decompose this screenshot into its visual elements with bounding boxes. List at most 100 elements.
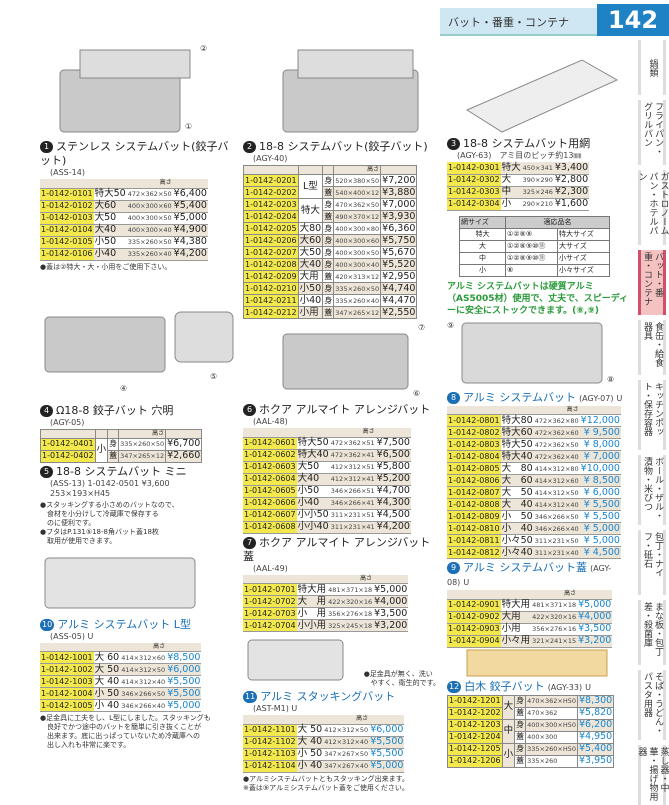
size: 小小40 (296, 521, 330, 534)
header-cell: 高さ (333, 165, 382, 175)
sidebar-tab[interactable]: そば・うどん・パスタ用器 (638, 670, 666, 740)
price: ¥3,400 (553, 161, 590, 175)
sidebar-tab[interactable]: 鍋類 (638, 40, 666, 95)
product-code: 1-0142-0303 (447, 186, 501, 199)
price: ¥3,600 (139, 478, 170, 488)
product-code: 1-0142-0201 (243, 174, 299, 187)
price: ¥5,500 (166, 687, 202, 700)
product-code: 1-0142-0901 (447, 599, 501, 612)
size: 小用 (297, 306, 324, 319)
price: ¥4,300 (375, 497, 411, 510)
sidebar-tab[interactable]: 包丁・ナイフ・砥石 (638, 530, 666, 595)
type: 身 (322, 258, 335, 271)
price: ¥5,800 (375, 461, 411, 474)
sidebar-tab[interactable]: 食缶・給食器具 (638, 320, 666, 375)
price: ¥8,500 (166, 651, 202, 664)
header-cell (373, 574, 409, 584)
product-image-4-5: ④ ⑤ (40, 272, 235, 402)
size: 大50 (297, 246, 324, 259)
product-code: 1-0142-0902 (447, 611, 501, 624)
price: ¥5,500 (166, 675, 202, 688)
size: 特大40 (500, 450, 534, 463)
size: 小 50 (296, 748, 324, 761)
dimensions: 335×260×50 (126, 236, 173, 249)
product-code: 1-0142-0401 (40, 437, 96, 451)
size: 特大50 (93, 188, 127, 201)
header-cell (243, 715, 297, 725)
title-text: 白木 鉸子バット (464, 679, 545, 693)
price: ¥ 5,500 (579, 510, 621, 523)
price: ¥7,200 (380, 174, 418, 187)
sidebar-tab[interactable]: ガストロノームパン・ホテルパン (637, 170, 669, 245)
header-cell (380, 165, 418, 175)
dimensions: 321×241×15 (531, 635, 578, 648)
dimensions: 472×362×51 (329, 437, 376, 450)
item-number: 9 (447, 562, 460, 574)
product-code: 1-0142-1202 (447, 706, 503, 720)
price: ¥5,000 (172, 212, 208, 225)
title-text: アルミ スタッキングバット (260, 690, 396, 703)
type: 身 (322, 246, 335, 259)
section-title: バット・番重・コンテナ (448, 16, 569, 29)
model-number: (AST-M1) U (253, 704, 298, 713)
product-code: 1-0142-0606 (243, 497, 297, 510)
price: ¥6,500 (375, 449, 411, 462)
product-code: 1-0142-0607 (243, 509, 297, 522)
price: ¥ 7,000 (579, 450, 621, 463)
header-cell (296, 428, 330, 438)
product-code: 1-0142-0802 (447, 426, 501, 439)
dimensions: 400×300×40 (333, 258, 382, 271)
price: ¥3,200 (577, 635, 613, 648)
header-cell (243, 428, 297, 438)
item-number: 8 (447, 391, 460, 404)
size: 小50 (296, 485, 330, 498)
product-code: 1-0142-0811 (447, 534, 501, 547)
size: 大40 (93, 224, 127, 237)
dimensions: 422×320×16 (531, 611, 578, 624)
sidebar-tab[interactable]: 蒸し器・中華・揚げ物用器 (637, 745, 669, 805)
product-image-8-9: ⑨ ⑧ (447, 317, 630, 389)
size: 大60 (93, 200, 127, 213)
compatible-items: ①②⑧⑨⑩⑪ (505, 251, 558, 265)
size: L型 (297, 174, 324, 199)
net-size: 小 (459, 263, 506, 277)
dimensions: 400×300×60 (126, 200, 173, 213)
sidebar-tab[interactable]: まな板・包丁差・殺菌庫 (638, 600, 666, 665)
sidebar-tab[interactable]: ボール・ザル・漬物・米びつ (638, 455, 666, 525)
note: ●蓋は②特大・大・小用をご使用下さい。 (40, 262, 172, 271)
sidebar-tab[interactable]: キッチンポット・保存容器 (638, 380, 666, 450)
product-code: 1-0142-0105 (40, 236, 94, 249)
price: ¥5,000 (577, 599, 613, 612)
price: ¥ 5,500 (579, 498, 621, 511)
size: 小50 (93, 236, 127, 249)
sidebar-tab[interactable]: フライパン・グリルパン (638, 100, 666, 165)
product-code: 1-0142-1101 (243, 724, 297, 737)
price: ¥1,600 (553, 198, 590, 211)
callout: ⑨ (447, 320, 455, 330)
size: 特大 (297, 198, 324, 223)
sidebar-tab[interactable]: バット・番重・コンテナ (638, 250, 666, 315)
product-code: 1-0142-0704 (243, 619, 297, 632)
header-cell (296, 574, 328, 584)
compatible-items: ⑧ (505, 263, 558, 277)
price: ¥3,930 (380, 210, 418, 223)
price: ¥ 6,000 (579, 486, 621, 499)
size: 小40 (93, 248, 127, 261)
